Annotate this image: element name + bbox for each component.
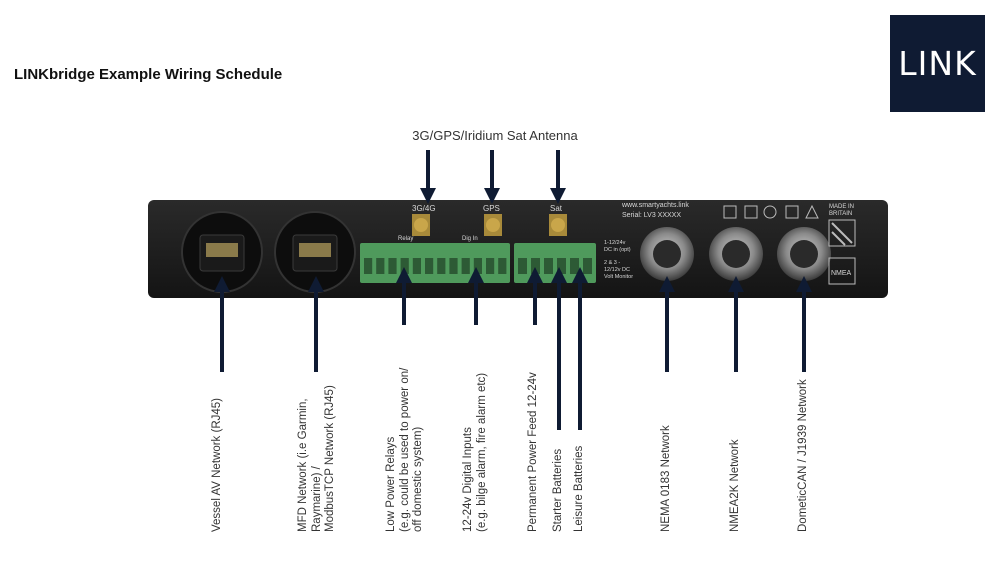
nmea0183-connector [640,227,694,281]
terminal-slot [531,258,540,274]
label-vessel-av: Vessel AV Network (RJ45) [211,397,223,532]
relay-digital-terminal [360,243,510,283]
volt-line1: 2 & 3 - [604,260,620,266]
label-starter: Starter Batteries [552,448,564,532]
label-relay: Relay [398,236,413,242]
label-3g4g: 3G/4G [412,204,436,213]
terminal-slot [518,258,527,274]
label-digital-inputs: 12-24v Digital Inputs(e.g. bilge alarm, … [462,372,488,532]
terminal-slot [583,258,592,274]
label-dig-in: Dig In [462,236,478,242]
terminal-slot [486,258,495,274]
arrows-antenna [420,150,566,204]
terminal-slot [473,258,482,274]
terminal-slot [388,258,397,274]
antenna-connector-gps [484,214,502,236]
label-nmea0183: NEMA 0183 Network [660,425,672,532]
label-dometic: DometicCAN / J1939 Network [797,379,809,532]
label-relays: Low Power Relays(e.g. could be used to p… [385,367,424,532]
terminal-slot [449,258,458,274]
label-gps: GPS [483,204,500,213]
antenna-connector-3g [412,214,430,236]
device-website: www.smartyachts.link [621,202,689,209]
dc-in-line1: 1-12/24v [604,240,626,246]
rj45-port-2 [274,211,356,293]
link-logo: LINK [890,15,985,112]
terminal-slot [557,258,566,274]
terminal-slot [364,258,373,274]
terminal-slot [461,258,470,274]
label-sat: Sat [550,204,563,213]
nmea-badge: NMEA [828,257,856,285]
britain-logo-icon [828,219,856,247]
terminal-slot [376,258,385,274]
terminal-slot [400,258,409,274]
terminal-slot [498,258,507,274]
page-title: LINKbridge Example Wiring Schedule [14,66,283,83]
volt-line3: Volt Monitor [604,274,633,280]
terminal-slot [570,258,579,274]
made-in-2: BRITAIN [829,211,852,217]
terminal-slot [425,258,434,274]
arrows-ports [214,267,812,430]
terminal-slot [544,258,553,274]
terminal-slot [437,258,446,274]
svg-text:NMEA: NMEA [831,270,852,277]
dc-in-line2: DC in (opt) [604,247,631,253]
dometic-connector [777,227,831,281]
logo-text: LINK [898,44,977,83]
label-mfd: MFD Network (i.e Garmin,Raymarine) /Modb… [297,385,336,532]
antenna-heading: 3G/GPS/Iridium Sat Antenna [412,128,578,143]
device-serial: Serial: LV3 XXXXX [622,212,681,219]
nmea2k-connector [709,227,763,281]
label-power-feed: Permanent Power Feed 12-24v [527,372,539,532]
rj45-port-1 [181,211,263,293]
antenna-connector-sat [549,214,567,236]
label-leisure: Leisure Batteries [573,445,585,532]
label-nmea2k: NMEA2K Network [729,439,741,532]
compliance-marks-icon [723,204,819,219]
made-in-1: MADE IN [829,204,854,210]
power-terminal [514,243,596,283]
terminal-slot [412,258,421,274]
volt-line2: 12/12v DC [604,267,630,273]
